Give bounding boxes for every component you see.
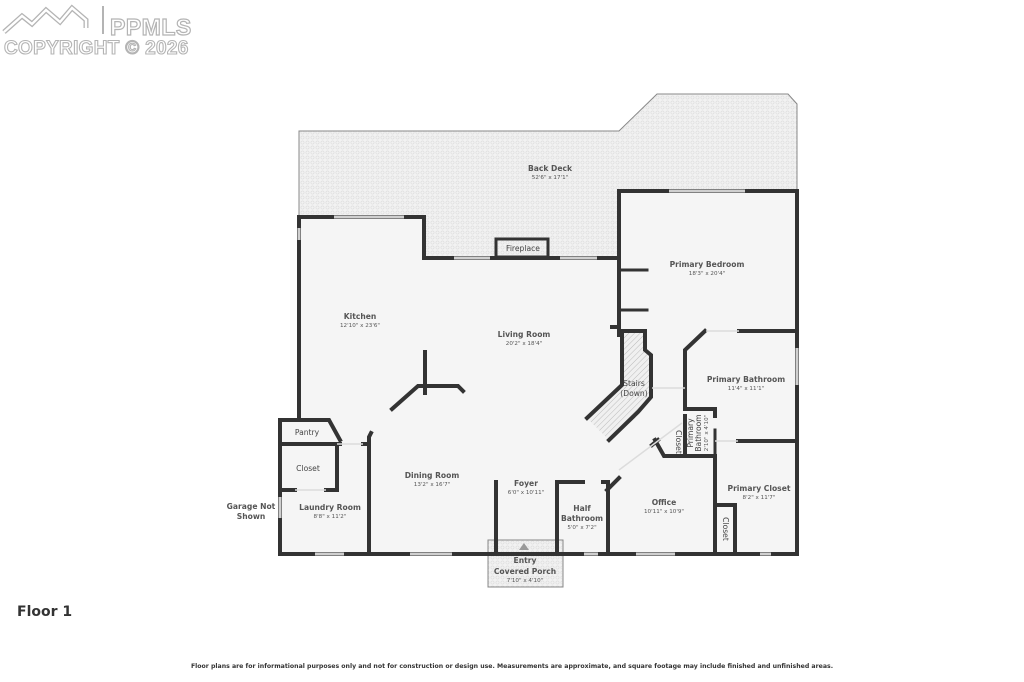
closet-diag-label: Closet xyxy=(674,430,683,454)
half-bath-label: Half xyxy=(573,504,591,513)
walls xyxy=(278,189,799,556)
logo-copyright: COPYRIGHT © 2026 xyxy=(3,37,189,59)
entry-label: Entry xyxy=(514,556,537,565)
logo-brand: PPMLS xyxy=(109,13,192,40)
back-deck-label: Back Deck xyxy=(528,164,573,173)
stairs-label: Stairs xyxy=(623,379,645,388)
foyer-label: Foyer xyxy=(514,479,538,488)
laundry-room-dim: 8'8" x 11'2" xyxy=(314,514,347,520)
small-bath-label: Primary xyxy=(686,418,695,448)
entry-porch-dim: 7'10" x 4'10" xyxy=(507,578,544,584)
primary-bathroom-dim: 11'4" x 11'1" xyxy=(728,386,765,392)
small-bath-label-2: Bathroom xyxy=(694,414,703,451)
primary-closet-dim: 8'2" x 11'7" xyxy=(743,495,776,501)
floor-label: Floor 1 xyxy=(17,604,73,620)
closet-laundry-label: Closet xyxy=(296,464,320,473)
door-openings xyxy=(295,330,739,491)
primary-closet-label: Primary Closet xyxy=(728,484,791,493)
garage-note-label-2: Shown xyxy=(237,512,266,521)
back-deck-dim: 52'6" x 17'1" xyxy=(532,175,569,181)
primary-bedroom-label: Primary Bedroom xyxy=(670,260,745,269)
garage-note-label: Garage Not xyxy=(227,502,276,511)
half-bath-dim: 5'0" x 7'2" xyxy=(567,525,597,531)
dining-room-dim: 13'2" x 16'7" xyxy=(414,482,451,488)
stairs-label-2: (Down) xyxy=(620,389,647,398)
fireplace-label: Fireplace xyxy=(506,244,540,253)
mountain-icon xyxy=(2,4,104,34)
small-bath-dim: 2'10" x 4'10" xyxy=(704,414,710,451)
closet-office-label: Closet xyxy=(721,517,730,541)
covered-porch-label: Covered Porch xyxy=(494,567,556,576)
primary-bathroom-label: Primary Bathroom xyxy=(707,375,785,384)
office-dim: 10'11" x 10'9" xyxy=(644,509,684,515)
living-room-dim: 20'2" x 18'4" xyxy=(506,341,543,347)
kitchen-label: Kitchen xyxy=(344,312,377,321)
windows xyxy=(278,189,799,556)
interior-floor xyxy=(280,191,797,554)
pantry-label: Pantry xyxy=(295,428,320,437)
entry-arrow-icon xyxy=(519,543,529,550)
kitchen-dim: 12'10" x 23'6" xyxy=(340,323,380,329)
half-bath-label-2: Bathroom xyxy=(561,514,603,523)
laundry-room-label: Laundry Room xyxy=(299,503,361,512)
foyer-dim: 6'0" x 10'11" xyxy=(508,490,545,496)
living-room-label: Living Room xyxy=(498,330,551,339)
ppmls-logo: PPMLS COPYRIGHT © 2026 xyxy=(2,2,207,60)
primary-bedroom-dim: 18'3" x 20'4" xyxy=(689,271,726,277)
disclaimer: Floor plans are for informational purpos… xyxy=(190,663,834,670)
office-label: Office xyxy=(652,498,677,507)
dining-room-label: Dining Room xyxy=(405,471,460,480)
